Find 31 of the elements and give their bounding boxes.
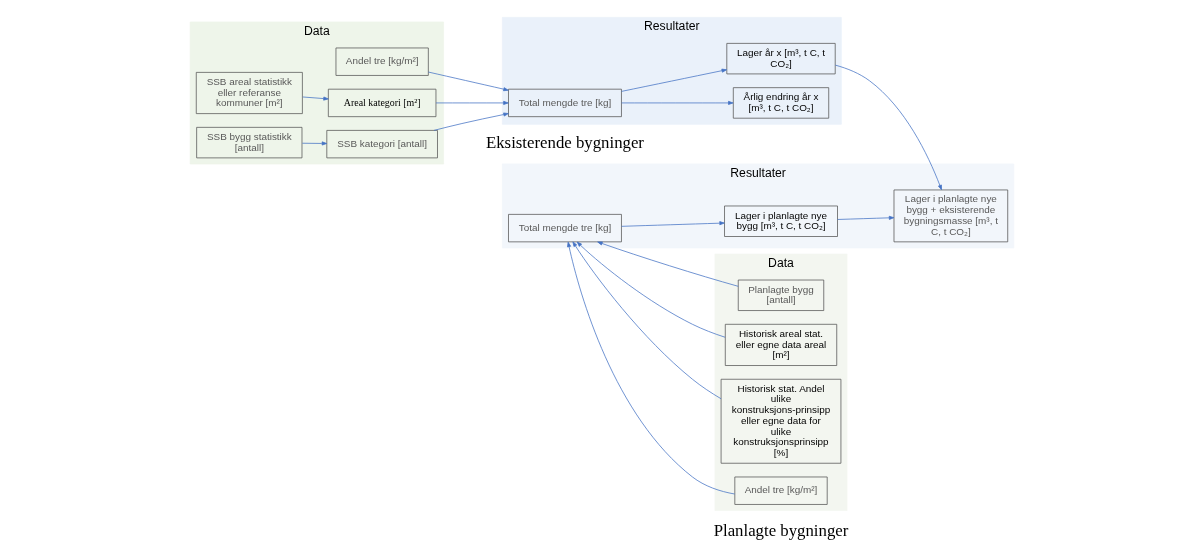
node-box: Historisk stat. Andel ulike konstruksjons-prinsipp eller egne data for ulike konstruksjonsprinsipp [%] bbox=[720, 378, 841, 464]
arrow bbox=[620, 68, 727, 92]
node-box: SSB bygg statistikk [antall] bbox=[195, 126, 302, 159]
node-box: SSB areal statistikk eller referanse kommuner [m²] bbox=[195, 72, 303, 114]
node-box: Historisk areal stat. eller egne data areal [m²] bbox=[724, 323, 837, 366]
arrow bbox=[620, 221, 725, 227]
arrow bbox=[301, 96, 329, 101]
arrow bbox=[596, 241, 739, 287]
node-box: Lager i planlagte nye bygg + eksisterende bygningsmasse [m³, t C, t CO₂] bbox=[893, 189, 1008, 243]
node-box: Lager år x [m³, t C, t CO₂] bbox=[725, 43, 836, 75]
arrow bbox=[572, 241, 721, 400]
arrow bbox=[433, 112, 509, 131]
arrow bbox=[435, 100, 509, 105]
node-box: Planlagte bygg [antall] bbox=[737, 279, 824, 311]
label: Eksisterende bygninger bbox=[485, 133, 644, 153]
node-box: Årlig endring år x [m³, t C, t CO₂] bbox=[732, 87, 829, 119]
node-box: Total mengde tre [kg] bbox=[507, 214, 622, 243]
node-box: Andel tre [kg/m²] bbox=[733, 476, 828, 505]
node-box: SSB kategori [antall] bbox=[325, 130, 438, 159]
node-box: Total mengde tre [kg] bbox=[507, 88, 622, 118]
node-box: Lager i planlagte nye bygg [m³, t C, t CO₂] bbox=[723, 205, 838, 237]
node-box: Andel tre [kg/m²] bbox=[335, 47, 429, 76]
arrow bbox=[620, 100, 733, 105]
arrow bbox=[566, 241, 735, 495]
arrow bbox=[836, 215, 894, 220]
arrow bbox=[834, 64, 942, 191]
arrow bbox=[301, 141, 327, 146]
arrow bbox=[576, 241, 725, 338]
node-box: Areal kategori [m²] bbox=[327, 88, 436, 118]
arrow bbox=[427, 71, 509, 92]
label: Planlagte bygninger bbox=[713, 521, 848, 541]
